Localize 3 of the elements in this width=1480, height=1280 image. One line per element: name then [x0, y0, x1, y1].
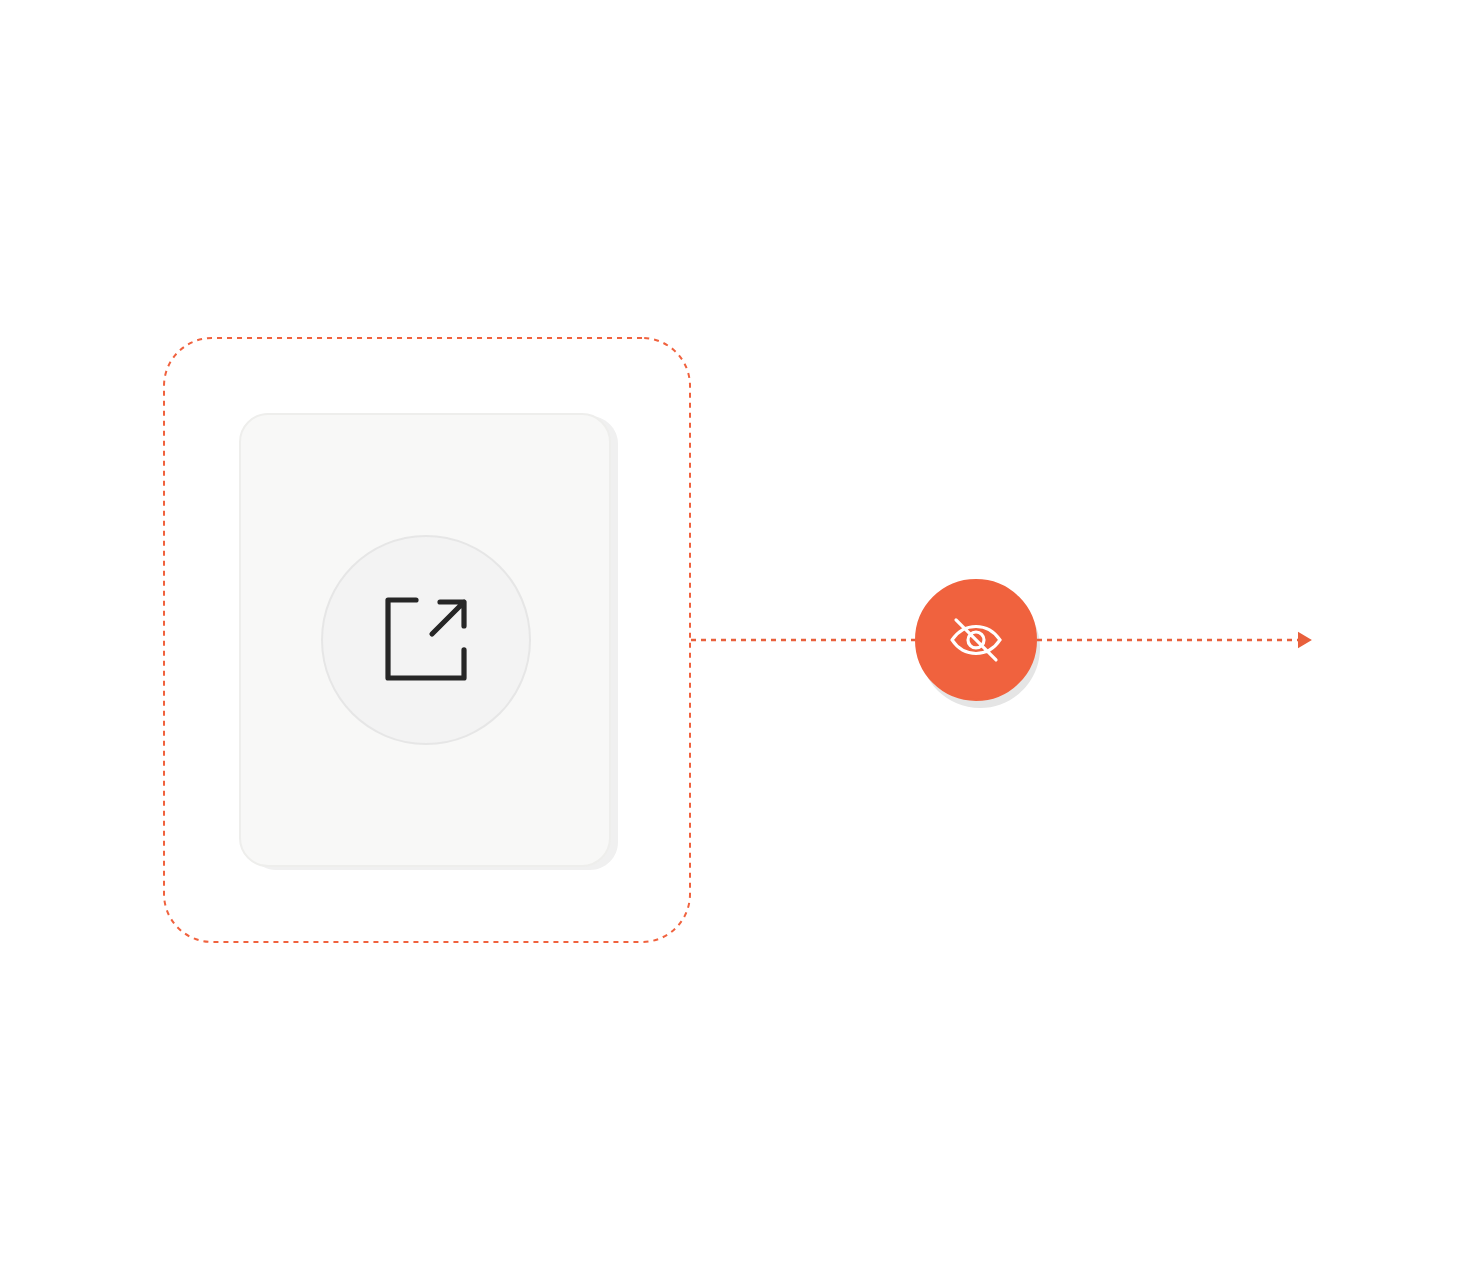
- button-circle: [321, 535, 531, 745]
- dashed-frame: [163, 337, 691, 943]
- hidden-badge: [915, 579, 1037, 701]
